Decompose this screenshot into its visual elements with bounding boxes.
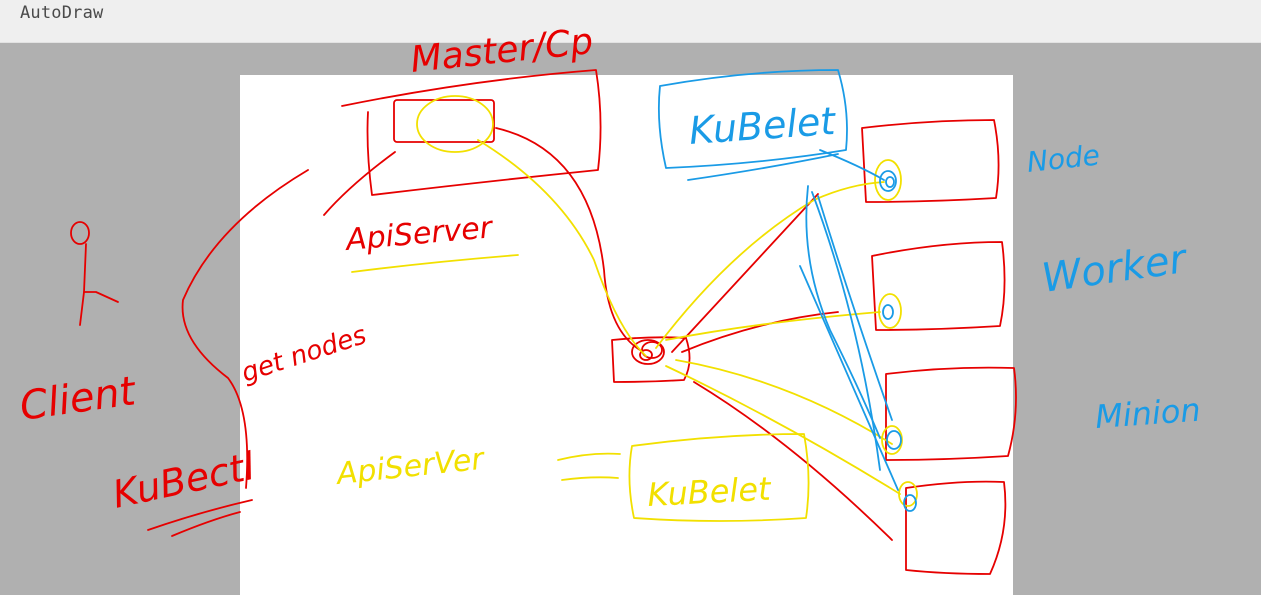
kubelet-top-label: KuBelet: [688, 99, 839, 153]
apiserver-bottom-label: ApiSerVer: [333, 442, 487, 493]
app-title: AutoDraw: [20, 3, 104, 23]
hub-to-node4: [693, 381, 893, 541]
worker-node-4: [905, 480, 1007, 575]
get-nodes-label: get nodes: [238, 320, 370, 389]
blue-link-4: [817, 195, 893, 421]
arrow-to-master: [323, 151, 396, 216]
client-label: Client: [17, 368, 139, 430]
apiserver-box: [393, 99, 495, 143]
blue-link-2: [811, 191, 881, 471]
blue-link-1: [805, 185, 881, 439]
kubelet-to-node1-blue: [819, 149, 885, 181]
hub-to-node1-yellow: [655, 181, 885, 349]
minion-label: Minion: [1094, 391, 1202, 436]
kubelet-bottom-label: KuBelet: [646, 470, 772, 514]
kubelet-bottom-box: [628, 433, 810, 522]
title-bar: AutoDraw: [0, 0, 1261, 43]
hub-scribble: [631, 339, 665, 365]
kubectl-underline: [147, 499, 253, 531]
apiserver-highlight: [416, 95, 494, 153]
kubelet-top-box: [657, 69, 848, 169]
hub-to-node4-yellow: [665, 365, 901, 495]
hub-to-node2-yellow: [665, 311, 881, 341]
hub-to-node1: [671, 193, 819, 353]
apiserver-top-label: ApiServer: [343, 210, 495, 258]
master-to-hub: [495, 127, 641, 351]
node-pods-blue: [879, 170, 917, 512]
master-box: [341, 69, 602, 196]
hub-to-node3-yellow: [675, 359, 893, 445]
worker-label: Worker: [1039, 236, 1191, 302]
worker-node-3: [885, 366, 1017, 461]
hub-to-node2: [681, 311, 839, 353]
kubectl-label: KuBectl: [109, 444, 259, 517]
blue-link-3: [799, 265, 899, 491]
worker-node-1: [861, 119, 1000, 203]
client-connector: [181, 169, 309, 489]
client-figure: [70, 221, 119, 326]
node-label: Node: [1025, 139, 1101, 179]
worker-node-2: [871, 241, 1006, 331]
apiserver-to-hub-yellow: [477, 139, 647, 357]
apiserver-underline: [351, 254, 519, 273]
